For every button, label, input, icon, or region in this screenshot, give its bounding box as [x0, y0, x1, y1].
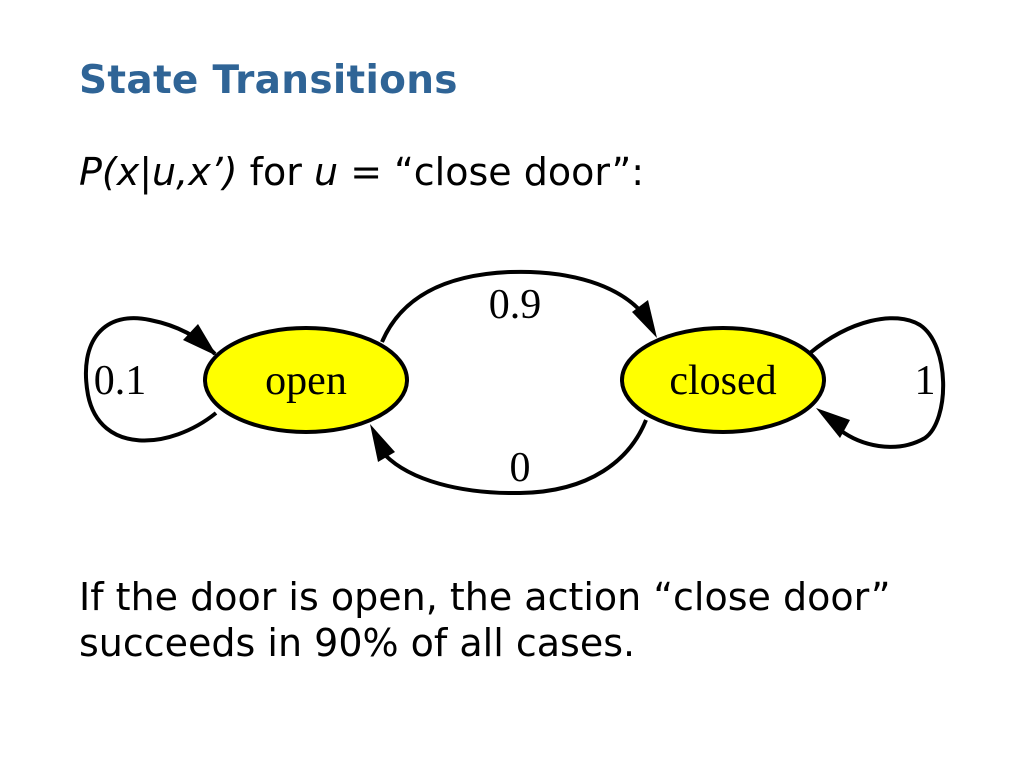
- formula-value: = “close door”:: [338, 150, 645, 194]
- arrowhead-closed-self: [816, 408, 850, 438]
- probability-closed-open: 0: [510, 445, 531, 491]
- formula-line: P(x|u,x’) for u = “close door”:: [79, 150, 644, 194]
- formula-expression: P(x|u,x’): [79, 150, 238, 194]
- edge-closed-to-open: [383, 419, 648, 496]
- arrowhead-closed-open: [370, 424, 395, 462]
- probability-open-closed: 0.9: [489, 282, 542, 328]
- state-node-closed: [620, 326, 826, 434]
- edge-open-to-closed: [380, 269, 647, 343]
- state-label-open: open: [265, 358, 347, 404]
- state-node-open: [203, 326, 409, 434]
- state-label-closed: closed: [669, 358, 776, 404]
- formula-variable: u: [314, 150, 339, 194]
- slide-title: State Transitions: [79, 58, 458, 103]
- body-text: If the door is open, the action “close d…: [79, 575, 891, 665]
- edge-open-to-open: [83, 316, 218, 443]
- arrowhead-open-self: [183, 324, 217, 356]
- probability-open-open: 0.1: [94, 358, 147, 404]
- probability-closed-closed: 1: [915, 358, 936, 404]
- edge-closed-to-closed: [808, 316, 946, 449]
- formula-connector: for: [237, 150, 315, 194]
- arrowhead-open-closed: [632, 300, 657, 338]
